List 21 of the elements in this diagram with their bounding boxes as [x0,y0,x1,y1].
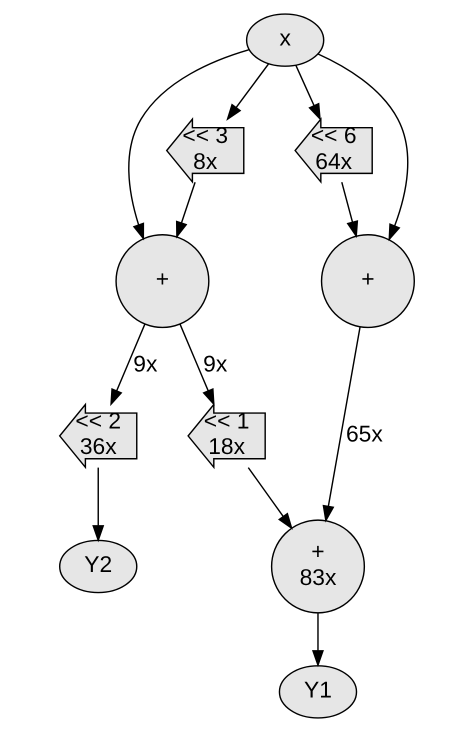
edge-label: 65x [346,420,383,446]
arrow [318,53,408,242]
arrow [128,49,249,241]
arrow [226,63,270,121]
node-circle: + [320,234,415,328]
arrow [248,467,293,530]
node-ellipse: Y1 [278,665,358,719]
arrow [312,614,324,668]
edge-label: 9x [203,350,228,376]
arrow [295,65,321,121]
arrow [179,324,215,406]
arrow [341,182,358,238]
node-ellipse: Y2 [59,540,138,594]
node-circle: + [115,234,210,328]
node-ellipse: x [246,13,324,67]
arrow [322,327,361,523]
arrow [176,182,196,239]
arrow [92,468,104,542]
edge-label: 9x [133,350,158,376]
arrow [110,324,146,406]
node-circle: + 83x [270,519,366,614]
